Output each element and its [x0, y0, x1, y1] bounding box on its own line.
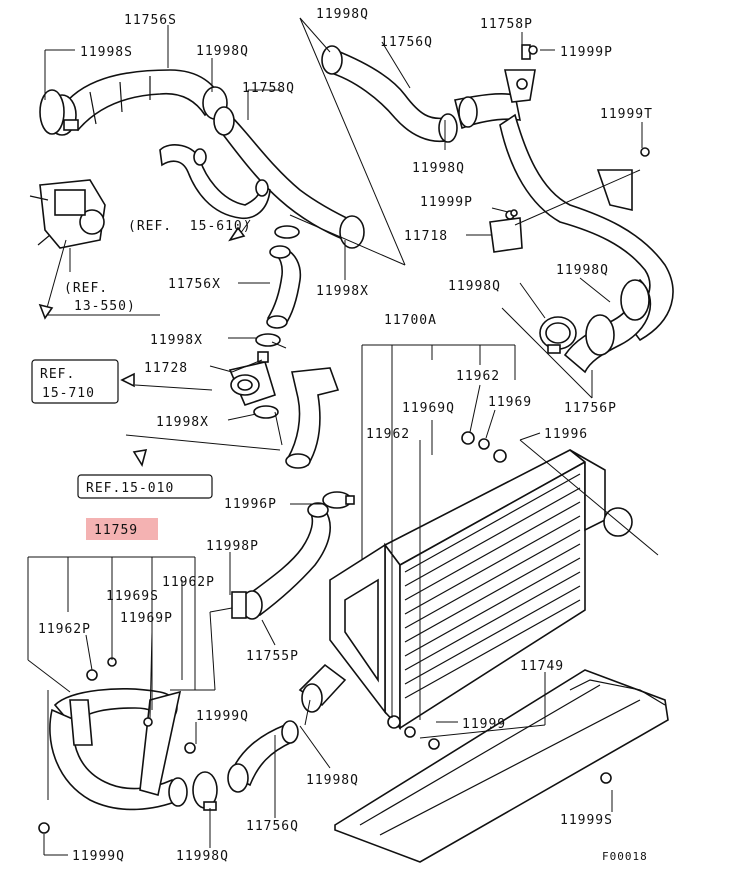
- ref-15-610: (REF. 15-610): [128, 219, 252, 234]
- label-11969: 11969: [488, 395, 532, 410]
- actuator-assembly: [29, 179, 106, 249]
- label-11996p: 11996P: [224, 497, 277, 512]
- valve-11728: [228, 351, 276, 406]
- label-11999p-a: 11999P: [560, 45, 613, 60]
- label-11755p: 11755P: [246, 649, 299, 664]
- arrow-up-left-icon: [38, 303, 54, 320]
- label-11998x-a: 11998X: [316, 284, 369, 299]
- label-11728: 11728: [144, 361, 188, 376]
- ref-box-15-710: [31, 359, 119, 404]
- arrow-up-icon: [228, 226, 246, 242]
- pipe-11756p: [499, 113, 674, 374]
- label-11758p: 11758P: [480, 17, 533, 32]
- label-11998p: 11998P: [206, 539, 259, 554]
- part-labels: 11756S 11998S 11998Q 11998Q 11756Q 11758…: [38, 7, 653, 864]
- label-11969p: 11969P: [120, 611, 173, 626]
- label-11998q-d: 11998Q: [556, 263, 609, 278]
- label-11718: 11718: [404, 229, 448, 244]
- clamp-11998p: [231, 591, 247, 619]
- intercooler-outlet: [298, 663, 347, 713]
- label-11758q: 11758Q: [242, 81, 295, 96]
- label-11999p-b: 11999P: [420, 195, 473, 210]
- label-11962p-a: 11962P: [162, 575, 215, 590]
- label-11759: 11759: [94, 523, 138, 538]
- pipe-center: [285, 367, 340, 469]
- label-11969s: 11969S: [106, 589, 159, 604]
- bracket-11758p: [504, 44, 536, 103]
- label-11969q: 11969Q: [402, 401, 455, 416]
- hose-11756x: [266, 245, 302, 329]
- bracket-11718: [489, 169, 633, 253]
- label-11962-b: 11962: [366, 427, 410, 442]
- label-11962-a: 11962: [456, 369, 500, 384]
- label-11700a: 11700A: [384, 313, 437, 328]
- label-11756p: 11756P: [564, 401, 617, 416]
- intercooler-core: [329, 449, 633, 731]
- clamp-11998q-right: [539, 316, 577, 354]
- ref-labels: (REF. 15-610) (REF. 13-550) REF. 15-710 …: [40, 219, 252, 496]
- hose-11756q-bottom: [227, 720, 299, 793]
- ref-13-550-line2: 13-550): [74, 299, 136, 314]
- label-11749: 11749: [520, 659, 564, 674]
- label-11998q-g: 11998Q: [176, 849, 229, 864]
- ref-13-550-line1: (REF.: [64, 281, 108, 296]
- pipe-15-610: [159, 144, 271, 219]
- label-11998q-e: 11998Q: [448, 279, 501, 294]
- leader-lines: [27, 17, 659, 856]
- hose-11756q: [321, 45, 522, 143]
- label-11999q-a: 11999Q: [196, 709, 249, 724]
- clamp-11996p: [322, 491, 355, 509]
- label-11998s: 11998S: [80, 45, 133, 60]
- label-11998q-a: 11998Q: [196, 44, 249, 59]
- arrow-left-icon: [120, 372, 135, 388]
- label-11756x: 11756X: [168, 277, 221, 292]
- pipe-11759: [49, 688, 188, 811]
- label-11756s: 11756S: [124, 13, 177, 28]
- label-11996: 11996: [544, 427, 588, 442]
- label-11756q: 11756Q: [380, 35, 433, 50]
- figure-code: F00018: [602, 850, 648, 863]
- label-11999t: 11999T: [600, 107, 653, 122]
- clamp-11998s: [39, 89, 79, 135]
- label-11998q-b: 11998Q: [316, 7, 369, 22]
- hose-11755p: [241, 502, 331, 620]
- ref-15-010: REF.15-010: [86, 481, 174, 496]
- label-11998x-b: 11998X: [150, 333, 203, 348]
- label-11998q-f: 11998Q: [306, 773, 359, 788]
- label-11962p-b: 11962P: [38, 622, 91, 637]
- clamp-11998q-bottom: [192, 771, 218, 811]
- ref-15-710-line1: REF.: [40, 367, 75, 382]
- underpanel-11749: [334, 669, 669, 863]
- label-11999q-b: 11999Q: [72, 849, 125, 864]
- fasteners: [38, 45, 650, 834]
- ref-15-710-line2: 15-710: [42, 386, 95, 401]
- label-11999: 11999: [462, 717, 506, 732]
- label-11998q-c: 11998Q: [412, 161, 465, 176]
- arrow-down-icon: [132, 449, 148, 468]
- label-11998x-c: 11998X: [156, 415, 209, 430]
- ref-arrows: [38, 226, 246, 468]
- highlight-11759: [86, 518, 158, 540]
- label-11756q-b: 11756Q: [246, 819, 299, 834]
- ref-box-15-010: [77, 474, 213, 499]
- label-11999s: 11999S: [560, 813, 613, 828]
